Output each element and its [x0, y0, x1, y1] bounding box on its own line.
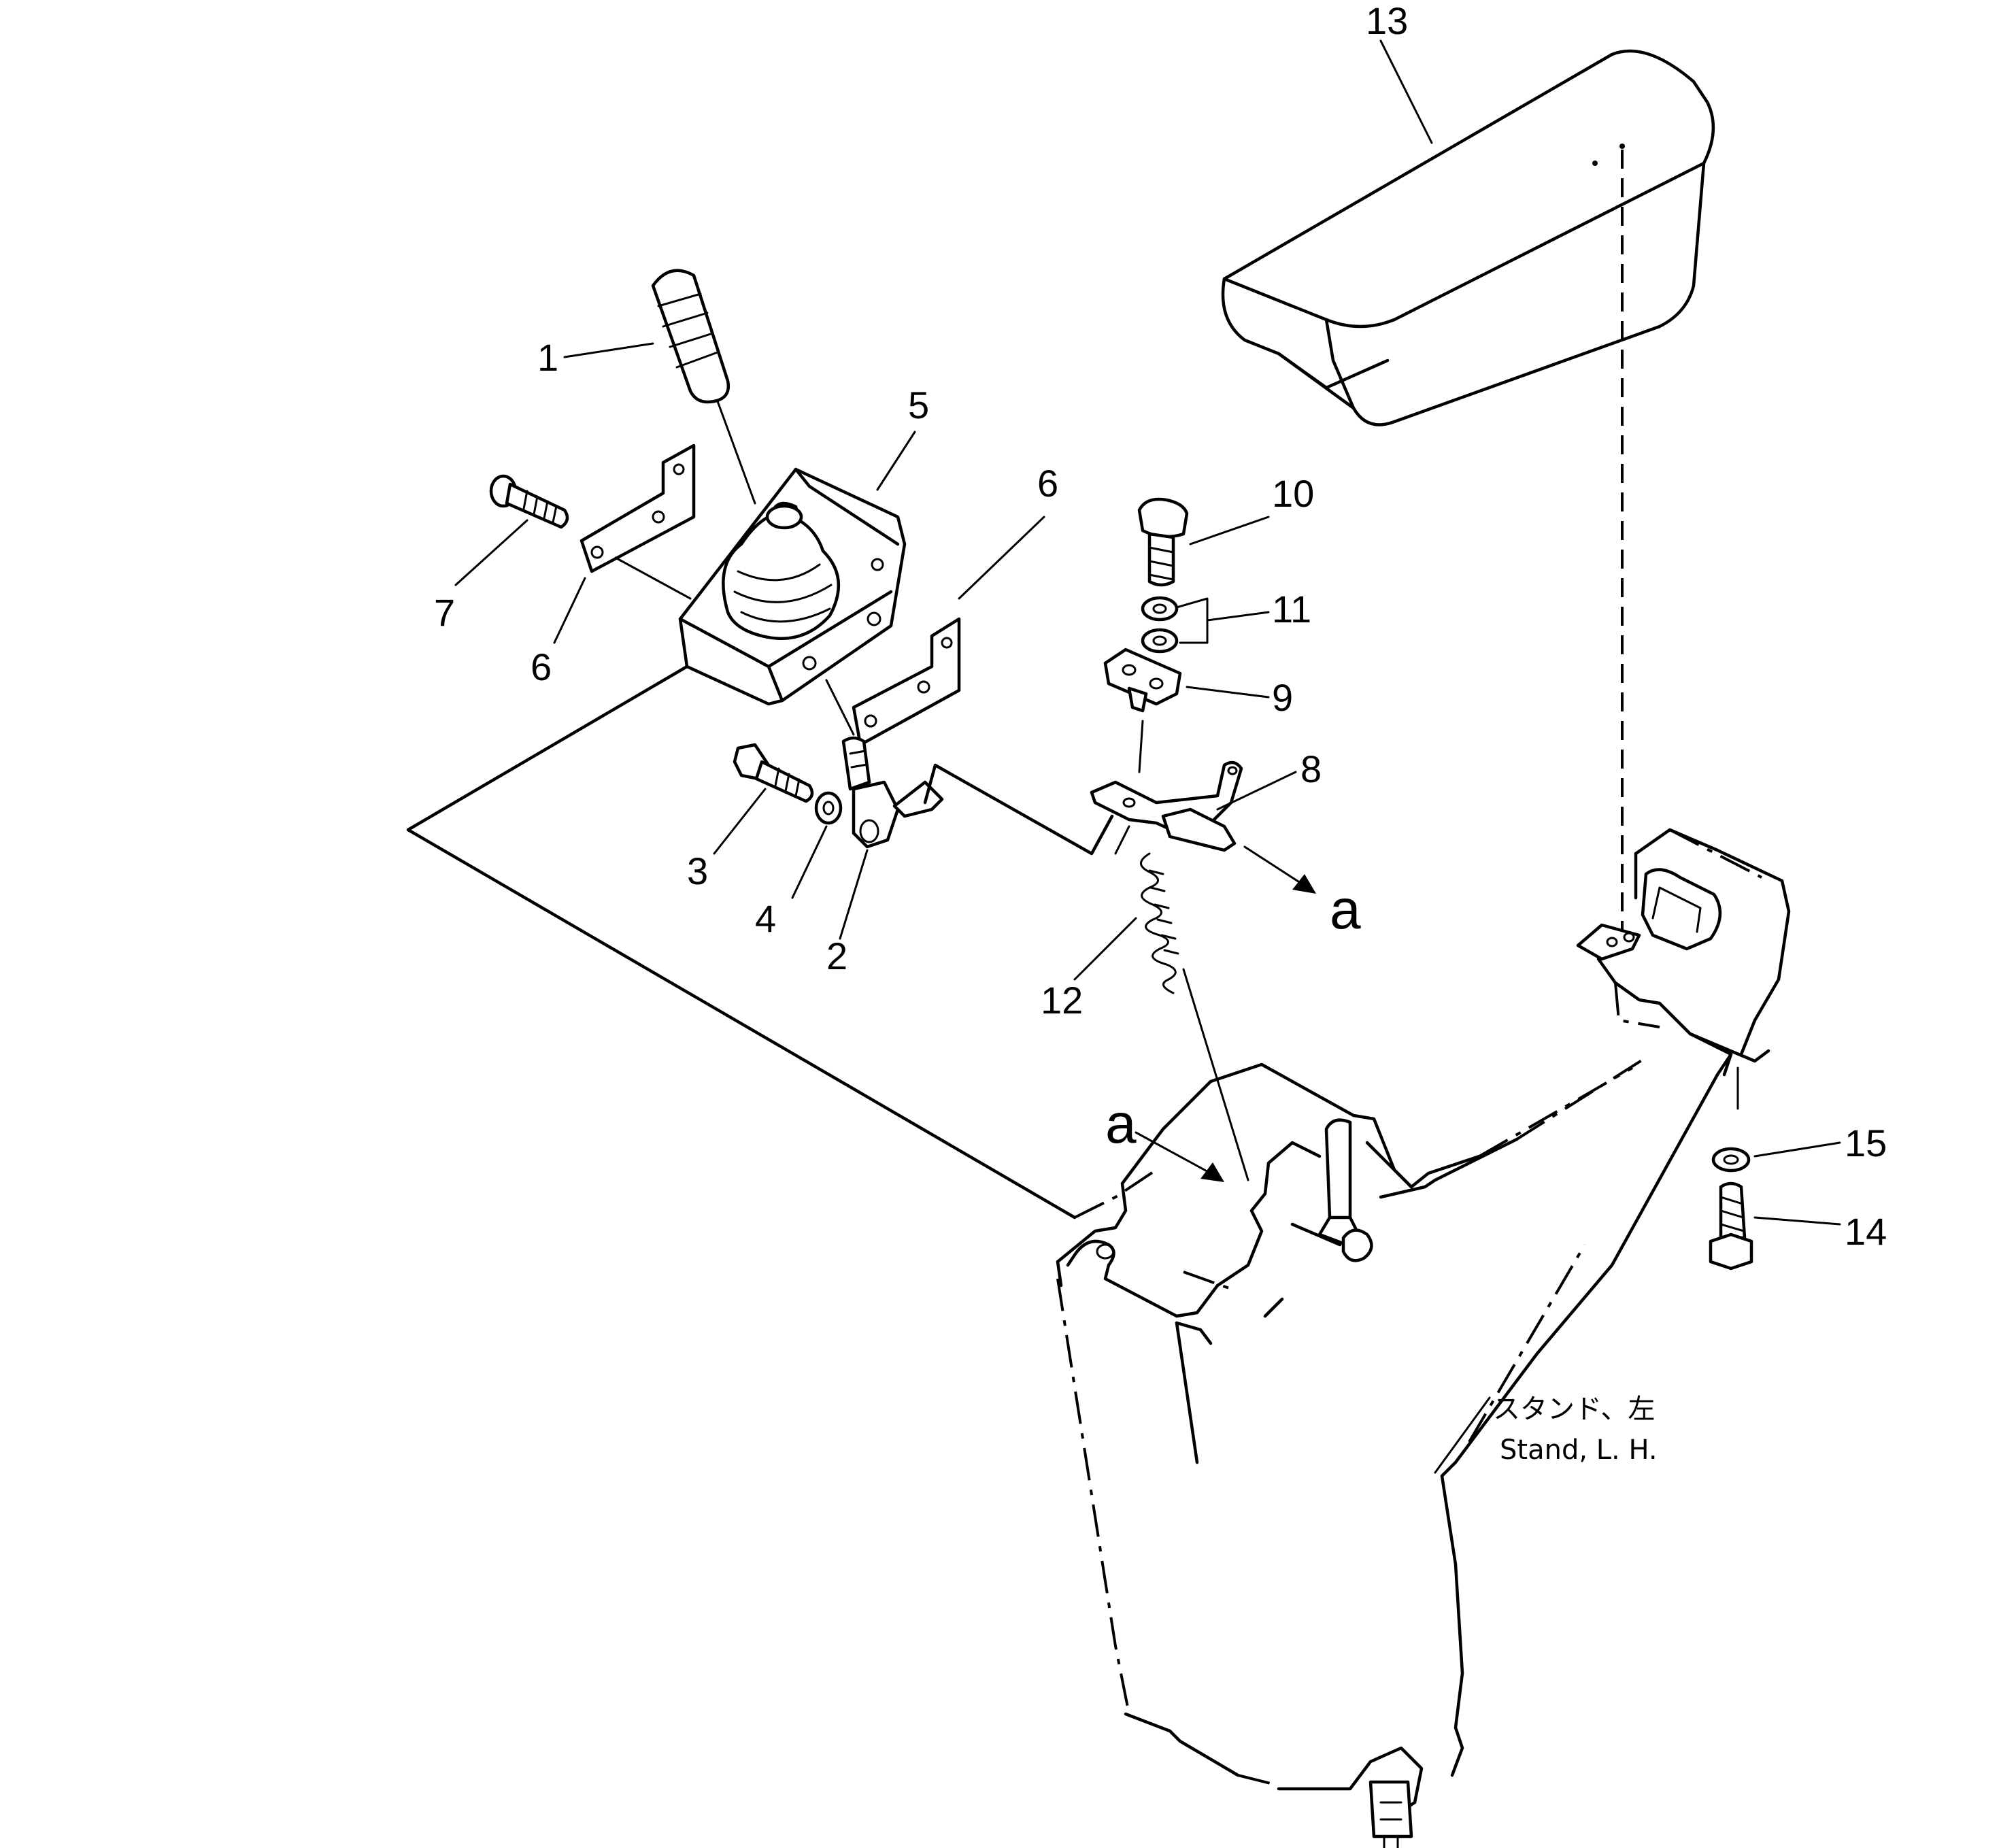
leader-11 — [1175, 597, 1270, 644]
stand-lever-rod — [1290, 1118, 1373, 1262]
stand-note-jp: スタンド、左 — [1493, 1394, 1655, 1425]
bolt-part-7 — [489, 474, 569, 529]
washers-part-11 — [1141, 596, 1179, 654]
callout-8: 8 — [1300, 747, 1322, 790]
lever-knob-part-1 — [651, 269, 756, 505]
bracket-part-6-left — [579, 443, 696, 600]
callout-5: 5 — [908, 384, 929, 426]
arrow-a-lower-head — [1200, 1162, 1224, 1182]
stand-note-en: Stand, L. H. — [1500, 1434, 1658, 1466]
leader-3 — [713, 788, 767, 855]
arrow-a-upper-head — [1292, 874, 1316, 894]
callout-7: 7 — [434, 591, 455, 634]
callout-13: 13 — [1366, 0, 1408, 42]
bolt-part-3 — [733, 743, 814, 803]
bolt-hole — [590, 545, 604, 559]
callout-15: 15 — [1845, 1122, 1887, 1164]
leader-13 — [1379, 39, 1433, 144]
assembly-line-6 — [614, 556, 692, 600]
bolt-hole — [871, 558, 884, 571]
stand-lh-body — [1056, 1052, 1733, 1848]
leader-10 — [1189, 516, 1270, 545]
leader-15 — [1753, 1141, 1841, 1158]
axis-line-5 — [825, 679, 855, 736]
bolt-part-10 — [1137, 497, 1189, 587]
leader-8 — [1216, 771, 1297, 811]
washer-part-4 — [814, 791, 843, 825]
leader-7 — [454, 519, 528, 586]
plate-part-9 — [1103, 648, 1182, 713]
armrest-pad-part-13 — [1221, 49, 1715, 426]
axis-line-1 — [716, 400, 756, 505]
leader-stand-note — [1434, 1396, 1491, 1474]
assembly-line-8 — [1114, 825, 1130, 855]
washer-part-15 — [1711, 1147, 1751, 1173]
leader-6-right — [958, 516, 1045, 600]
bolt-hole — [941, 637, 953, 649]
bolt-hole — [652, 510, 665, 524]
leader-1 — [563, 342, 654, 358]
screw-hole-mark — [1592, 161, 1598, 166]
callout-6-right: 6 — [1037, 462, 1058, 505]
callout-9: 9 — [1272, 676, 1293, 719]
callout-11: 11 — [1272, 588, 1311, 631]
reference-a-lower: a — [1105, 1093, 1137, 1155]
bolt-hole — [867, 611, 881, 626]
linkage-rod — [923, 763, 1114, 856]
leader-4 — [791, 825, 828, 899]
leader-5 — [876, 431, 916, 491]
bolt-hole — [673, 463, 685, 475]
bolt-hole — [917, 680, 930, 694]
assembly-line-12 — [1182, 968, 1249, 1181]
leader-14 — [1753, 1216, 1841, 1226]
callout-2: 2 — [826, 935, 847, 977]
bolt-hole — [802, 656, 817, 671]
callout-1: 1 — [537, 336, 558, 379]
callout-3: 3 — [687, 850, 708, 892]
callout-10: 10 — [1272, 472, 1314, 515]
callout-14: 14 — [1845, 1210, 1887, 1253]
leader-2 — [839, 849, 869, 940]
arrow-a-lower-shaft — [1135, 1131, 1212, 1175]
lever-part-8 — [1090, 760, 1243, 852]
callout-12: 12 — [1041, 979, 1083, 1022]
assembly-line-box-to-stand — [406, 665, 1077, 1220]
spring-part-12 — [1140, 852, 1179, 994]
bolt-hole — [864, 714, 877, 728]
stand-upper-bracket — [1576, 828, 1791, 1063]
leader-12 — [1073, 917, 1137, 981]
assembly-line-9 — [1138, 720, 1144, 773]
arrow-a-upper-shaft — [1243, 845, 1304, 886]
callout-6-left: 6 — [531, 645, 552, 688]
screw-hole-mark — [1619, 144, 1625, 149]
leader-6-left — [553, 577, 586, 644]
lever-box-part-5 — [678, 467, 907, 706]
callout-4: 4 — [755, 897, 776, 940]
reference-a-upper: a — [1330, 879, 1361, 941]
joint-part-2 — [841, 736, 944, 849]
leader-9 — [1186, 686, 1270, 699]
bolt-part-14 — [1709, 1181, 1753, 1271]
